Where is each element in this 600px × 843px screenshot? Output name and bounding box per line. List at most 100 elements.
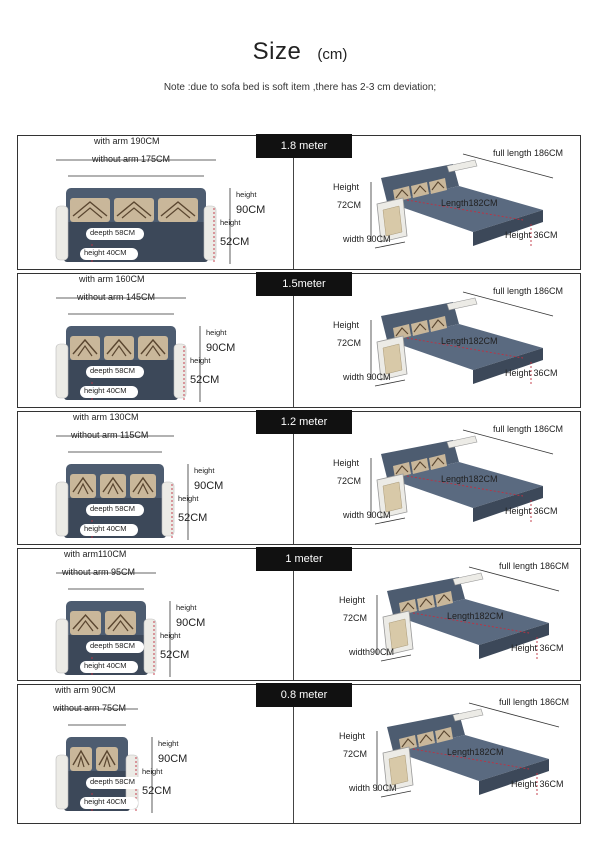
full-length-dimension-line	[462, 429, 554, 455]
bed-height-value: 72CM	[343, 749, 368, 759]
depth-label-bg	[86, 641, 144, 653]
sofa-right-arm	[203, 205, 217, 261]
bed-seat-height-label: Height 36CM	[511, 779, 564, 789]
bed-height-title: Height	[333, 320, 360, 330]
bed-width-dimension-line	[374, 241, 406, 249]
height-value: 90CM	[194, 480, 224, 492]
bed-mattress	[387, 186, 543, 232]
bed-back-arm	[446, 159, 478, 173]
arm-height-title: height	[190, 356, 211, 365]
bed-width-label: width 90CM	[349, 783, 397, 793]
panel-divider	[293, 685, 294, 823]
arm-height-value: 52CM	[190, 374, 220, 386]
height-value: 90CM	[176, 617, 206, 629]
with-arm-label: with arm 90CM	[55, 685, 116, 695]
bed-full-length-label: full length 186CM	[499, 697, 570, 707]
bed-mattress	[387, 324, 543, 370]
arm-height-title: height	[178, 494, 199, 503]
bed-width-dimension-line	[380, 790, 412, 798]
without-arm-label: without arm 145CM	[77, 292, 156, 302]
bed-width-dimension-line	[380, 654, 412, 662]
size-tag: 1.5meter	[256, 272, 352, 296]
bed-pillow	[411, 320, 429, 336]
bed-full-length-label: full length 186CM	[493, 286, 564, 296]
full-length-dimension-line	[462, 153, 554, 179]
without-arm-label: without arm 115CM	[71, 430, 149, 440]
bed-seat-height-label: Height 36CM	[505, 230, 558, 240]
sofa-right-arm	[161, 481, 175, 537]
bed-height-value: 72CM	[337, 338, 362, 348]
bed-seat-height-label: Height 36CM	[511, 643, 564, 653]
panel-divider	[293, 136, 294, 269]
bed-mattress	[387, 462, 543, 508]
seat-height-label: height 40CM	[84, 797, 127, 806]
bed-seat-height-label: Height 36CM	[505, 506, 558, 516]
sofa-pillow	[105, 611, 136, 635]
size-tag: 1.2 meter	[256, 410, 352, 434]
depth-label: deepth 58CM	[90, 641, 136, 650]
bed-mattress	[393, 735, 549, 781]
bed-pillow	[417, 595, 435, 611]
sofa-pillow	[70, 747, 92, 771]
seat-height-label-bg	[80, 248, 138, 260]
arm-height-value: 52CM	[142, 785, 172, 797]
size-panel: 1.2 meter with arm 130CM without arm 115CM…	[17, 410, 581, 545]
sofa-pillow	[70, 611, 101, 635]
bed-height-title: Height	[339, 731, 366, 741]
sofa-left-arm	[55, 754, 69, 810]
bed-length-label: Length182CM	[441, 474, 498, 484]
full-length-dimension-line	[468, 702, 560, 728]
bed-seat-height-label: Height 36CM	[505, 368, 558, 378]
sofa-left-arm	[55, 481, 69, 537]
bed-back-arm	[446, 297, 478, 311]
depth-label-bg	[86, 504, 144, 516]
size-tag: 0.8 meter	[256, 683, 352, 707]
bed-full-length-label: full length 186CM	[499, 561, 570, 571]
height-value: 90CM	[158, 753, 188, 765]
sofa-bed-drawing	[370, 429, 554, 525]
panel-divider	[293, 549, 294, 680]
bed-length-label: Length182CM	[447, 611, 504, 621]
sofa-pillow	[70, 198, 110, 222]
with-arm-label: with arm110CM	[64, 549, 127, 559]
sofa-bed-drawing	[370, 153, 554, 249]
bed-back-arm	[452, 708, 484, 722]
sofa-pillow	[114, 198, 154, 222]
seat-height-label: height 40CM	[84, 386, 127, 395]
bed-length-label: Length182CM	[441, 336, 498, 346]
size-tag: 1.8 meter	[256, 134, 352, 158]
height-title: height	[236, 190, 257, 199]
bed-length-label: Length182CM	[441, 198, 498, 208]
seat-height-label-bg	[80, 524, 138, 536]
arm-height-title: height	[220, 218, 241, 227]
arm-height-title: height	[142, 767, 163, 776]
depth-label: deepth 58CM	[90, 777, 136, 786]
depth-label-bg	[86, 777, 144, 789]
front-sofa-drawing	[55, 159, 231, 264]
with-arm-label: with arm 130CM	[73, 412, 139, 422]
full-length-dimension-line	[468, 566, 560, 592]
sofa-pillow	[100, 474, 126, 498]
depth-label-bg	[86, 366, 144, 378]
bed-length-label: Length182CM	[447, 747, 504, 757]
front-sofa-drawing	[55, 708, 153, 813]
sofa-pillow	[104, 336, 134, 360]
size-tag: 1 meter	[256, 547, 352, 571]
seat-height-label-bg	[80, 797, 138, 809]
bed-pillow	[429, 316, 447, 332]
deviation-note: Note :due to sofa bed is soft item ,ther…	[163, 82, 437, 93]
arm-height-value: 52CM	[160, 649, 190, 661]
arm-height-value: 52CM	[178, 512, 208, 524]
seat-height-label: height 40CM	[84, 248, 127, 257]
depth-label: deepth 58CM	[90, 228, 136, 237]
arm-height-title: height	[160, 631, 181, 640]
seat-height-label-bg	[80, 386, 138, 398]
seat-height-label: height 40CM	[84, 524, 127, 533]
bed-width-dimension-line	[374, 517, 406, 525]
arm-height-value: 52CM	[220, 236, 250, 248]
sofa-pillow	[130, 474, 156, 498]
